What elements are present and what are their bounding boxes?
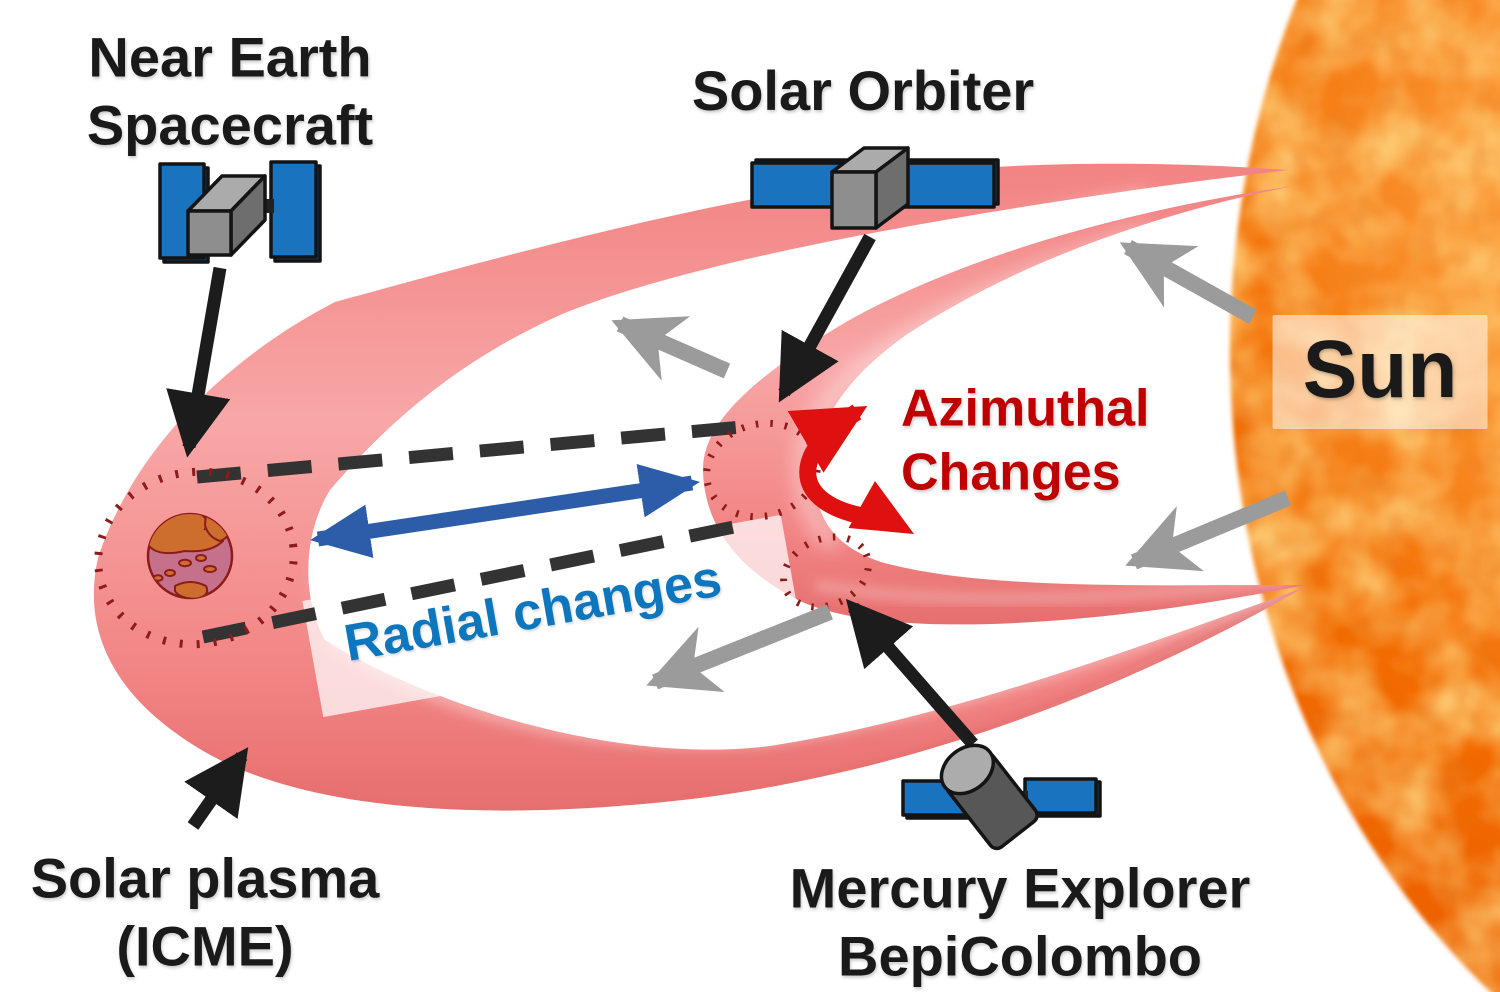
sun-label: Sun [1272,315,1488,429]
near-earth-label-line2: Spacecraft [86,94,374,157]
solar-orbiter-label: Solar Orbiter [691,58,1035,122]
bepicolombo-label-line2: BepiColombo [838,925,1202,988]
radial-double-arrow [310,463,700,559]
azimuthal-curved-arrow [787,404,914,534]
bepicolombo-label-line1: Mercury Explorer [789,856,1251,920]
solar-plasma-label: Solar plasma (ICME) [31,845,380,982]
near-earth-label-line1: Near Earth [88,25,372,89]
bepicolombo-spacecraft-icon [901,743,1102,851]
azimuthal-changes-label: Azimuthal Changes [901,377,1149,506]
solar-plasma-pointer-arrow [184,747,249,830]
solar-wind-arrow-4 [646,604,833,693]
near-earth-pointer-arrow [166,266,231,458]
solar-wind-arrow-3 [1125,490,1292,572]
sun-graphic [1230,0,1500,992]
bepicolombo-label: Mercury Explorer BepiColombo [790,855,1251,992]
solar-plasma-label-line2: (ICME) [116,915,294,978]
solar-orbiter-spacecraft-icon [750,146,1000,230]
solar-orbiter-pointer-arrow [778,233,876,403]
solar-wind-arrow-1 [611,316,731,381]
near-earth-spacecraft-icon [158,160,322,264]
icme-inner-highlight-2 [814,575,1291,604]
earth-continent-s [174,581,209,598]
earth-island [164,569,176,577]
earth-dotted-circle [94,467,298,649]
radial-label-backing [302,514,802,718]
dashed-line-bottom [201,515,760,644]
dashed-line-top [196,420,743,484]
earth-globe [146,512,234,600]
azimuthal-label-line2: Changes [901,444,1121,502]
azimuthal-label-line1: Azimuthal [901,379,1150,438]
bepicolombo-pointer-arrow [845,598,978,749]
solar-plasma-label-line1: Solar plasma [30,846,380,910]
earth-island [178,558,192,568]
near-earth-spacecraft-label: Near Earth Spacecraft [87,24,373,161]
earth-island [195,554,207,562]
solar-wind-arrow-2 [1119,240,1257,324]
earth-island [203,565,217,573]
bepicolombo-dotted-circle [780,533,872,611]
